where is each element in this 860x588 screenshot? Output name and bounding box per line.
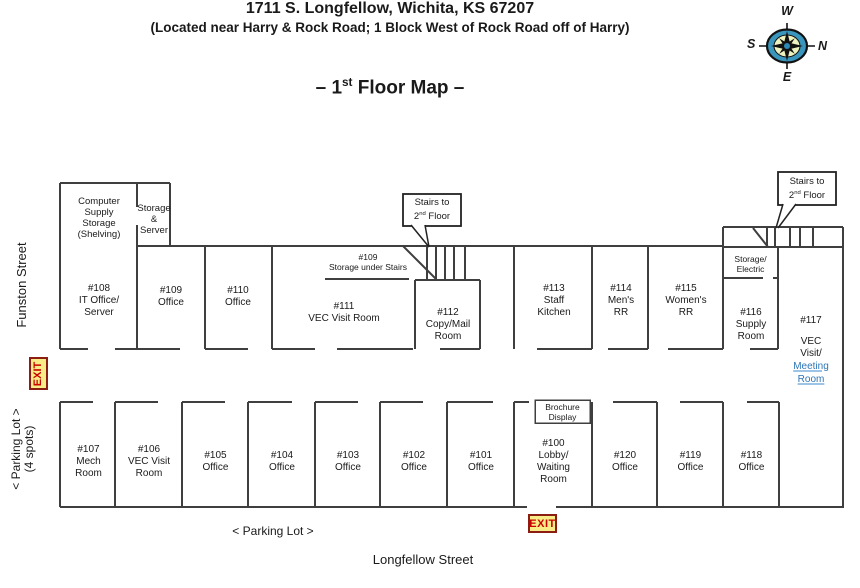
map-title-suffix: Floor Map –	[352, 77, 465, 99]
exit-sign-bottom: EXIT	[528, 514, 557, 533]
room-label-101: #101 Office	[468, 450, 494, 473]
label-computer-supply-storage: Computer Supply Storage (Shelving)	[77, 196, 121, 240]
room-label-120: #120 Office	[612, 450, 638, 473]
room-label-116: #116 Supply Room	[735, 307, 767, 342]
label-brochure-display: Brochure Display	[545, 402, 580, 422]
room-label-102: #102 Office	[401, 450, 427, 473]
compass-label-s: S	[747, 37, 756, 51]
room-label-118: #118 Office	[738, 450, 765, 473]
parking-label-left: < Parking Lot > (4 spots)	[9, 408, 36, 490]
room-label-108: #108 IT Office/ Server	[78, 283, 120, 318]
room-label-113: #113 Staff Kitchen	[537, 283, 571, 318]
room-label-114: #114 Men's RR	[607, 283, 635, 318]
street-label-funston: Funston Street	[14, 242, 29, 328]
room-label-111: #111 VEC Visit Room	[308, 301, 380, 324]
stairs-callout-right: Stairs to 2nd Floor	[779, 176, 835, 201]
room-label-106: #106 VEC Visit Room	[127, 444, 171, 479]
room-label-115: #115 Women's RR	[665, 283, 707, 318]
room-label-104: #104 Office	[269, 450, 295, 473]
room-label-119: #119 Office	[677, 450, 704, 473]
map-title: – 1st Floor Map –	[0, 76, 780, 99]
room-label-105: #105 Office	[202, 450, 229, 473]
room-117-name: VEC Visit/	[800, 336, 822, 359]
parking-label-bottom: < Parking Lot >	[232, 524, 314, 538]
stairs-callout-sup: nd	[419, 210, 426, 217]
exit-sign-left: EXIT	[29, 357, 48, 390]
compass-icon	[759, 23, 815, 69]
stairs-callout-rest: Floor	[425, 210, 451, 222]
stairs-callout-sup: nd	[794, 189, 801, 196]
compass-label-w: W	[781, 4, 793, 18]
map-title-prefix: – 1	[315, 77, 343, 99]
room-label-103: #103 Office	[335, 450, 361, 473]
address-line1: 1711 S. Longfellow, Wichita, KS 67207	[245, 0, 535, 17]
street-label-longfellow: Longfellow Street	[372, 552, 474, 567]
stairs-callout-line1: Stairs to	[414, 197, 450, 208]
compass-label-n: N	[817, 39, 827, 53]
room-label-107: #107 Mech Room	[75, 444, 102, 479]
header-block: 1711 S. Longfellow, Wichita, KS 67207 (L…	[0, 0, 780, 35]
exit-sign-bottom-label: EXIT	[529, 517, 556, 530]
map-title-sup: st	[342, 76, 353, 89]
compass-label-e: E	[782, 70, 792, 84]
stairs-callout-rest: Floor	[800, 189, 826, 201]
room-117-number: #117	[800, 315, 822, 326]
room-label-117: #117 VEC Visit/ Meeting Room	[781, 315, 841, 386]
address-line2: (Located near Harry & Rock Road; 1 Block…	[150, 20, 630, 35]
stairs-callout-num: 2	[413, 210, 420, 222]
compass-rose: W S N E	[745, 4, 829, 88]
room-label-112: #112 Copy/Mail Room	[425, 307, 471, 342]
room-label-100: #100 Lobby/ Waiting Room	[537, 438, 570, 485]
label-storage-server: Storage & Server	[137, 203, 171, 236]
stairs-callout-line1: Stairs to	[789, 176, 825, 187]
meeting-room-link[interactable]: Meeting Room	[793, 361, 829, 385]
room-label-110: #110 Office	[225, 285, 251, 308]
label-storage-electric: Storage/ Electric	[734, 254, 767, 274]
label-storage-under-stairs: #109 Storage under Stairs	[329, 252, 407, 272]
stairs-callout-num: 2	[788, 189, 795, 201]
room-label-109: #109 Office	[158, 285, 184, 308]
exit-sign-left-label: EXIT	[32, 361, 45, 386]
stairs-callout-center: Stairs to 2nd Floor	[404, 197, 460, 222]
